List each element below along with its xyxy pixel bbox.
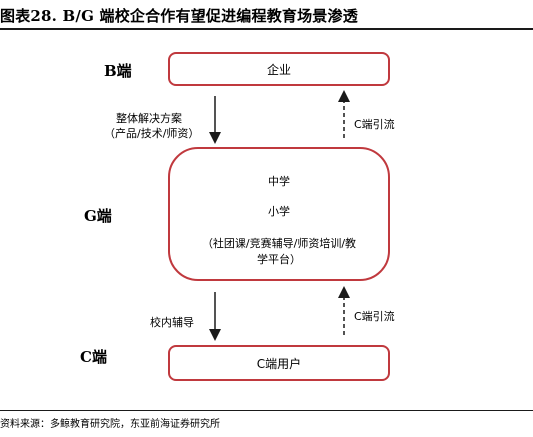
label-g-side: G端	[84, 207, 112, 225]
enterprise-box: 企业	[168, 52, 390, 86]
school-primary: 小学	[268, 205, 290, 218]
school-middle: 中学	[268, 175, 290, 188]
label-solution: 整体解决方案	[116, 112, 182, 125]
label-c-traffic-1: C端引流	[354, 118, 395, 131]
c-user-box-label: C端用户	[256, 356, 302, 371]
label-solution-detail: （产品/技术/师资）	[104, 127, 200, 140]
source-note: 资料来源：多鲸教育研究院，东亚前海证券研究所	[0, 419, 220, 430]
footer-divider	[0, 410, 533, 411]
label-c-traffic-2: C端引流	[354, 310, 395, 323]
c-user-box: C端用户	[168, 345, 390, 381]
school-detail-line1: （社团课/竞赛辅导/师资培训/教	[201, 237, 357, 250]
school-detail-line2: 学平台）	[257, 253, 301, 266]
label-c-side: C端	[80, 348, 107, 366]
figure-title: 图表28. B/G 端校企合作有望促进编程教育场景渗透	[0, 7, 358, 25]
title-bar: 图表28. B/G 端校企合作有望促进编程教育场景渗透	[0, 0, 533, 30]
label-b-side: B端	[104, 62, 132, 80]
label-tutoring: 校内辅导	[150, 316, 194, 329]
school-box: 中学 小学 （社团课/竞赛辅导/师资培训/教 学平台）	[168, 147, 390, 281]
enterprise-box-label: 企业	[266, 62, 291, 77]
